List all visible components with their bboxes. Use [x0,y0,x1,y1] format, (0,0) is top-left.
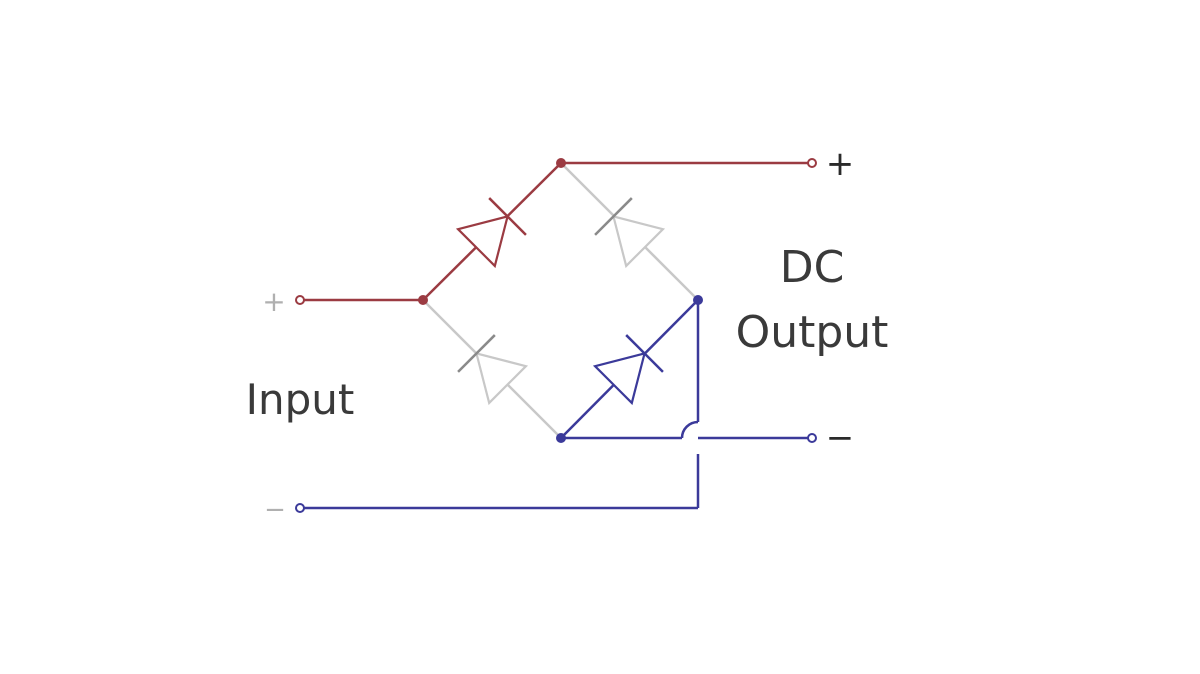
input-plus-sign: + [262,285,285,318]
junction-dot-left [418,295,428,305]
junction-dot-bottom [556,433,566,443]
terminal-output-plus [807,158,817,168]
wire-crossover-hop [680,420,699,439]
input-label: Input [246,375,355,424]
diode-bottom-right [592,334,664,406]
positive-path [300,161,812,302]
diode-top-right [594,197,666,269]
terminal-input-minus [295,503,305,513]
terminal-output-minus [807,433,817,443]
dc-label: DC [780,242,845,293]
diode-top-left [455,197,527,269]
junction-dot-top [556,158,566,168]
terminal-input-plus [295,295,305,305]
junction-dot-right [693,295,703,305]
input-minus-sign: − [264,495,286,525]
output-plus-sign: + [826,144,855,184]
output-minus-sign: − [826,418,855,458]
output-label: Output [736,307,889,358]
diode-bottom-left [457,334,529,406]
inactive-wires [422,162,699,439]
